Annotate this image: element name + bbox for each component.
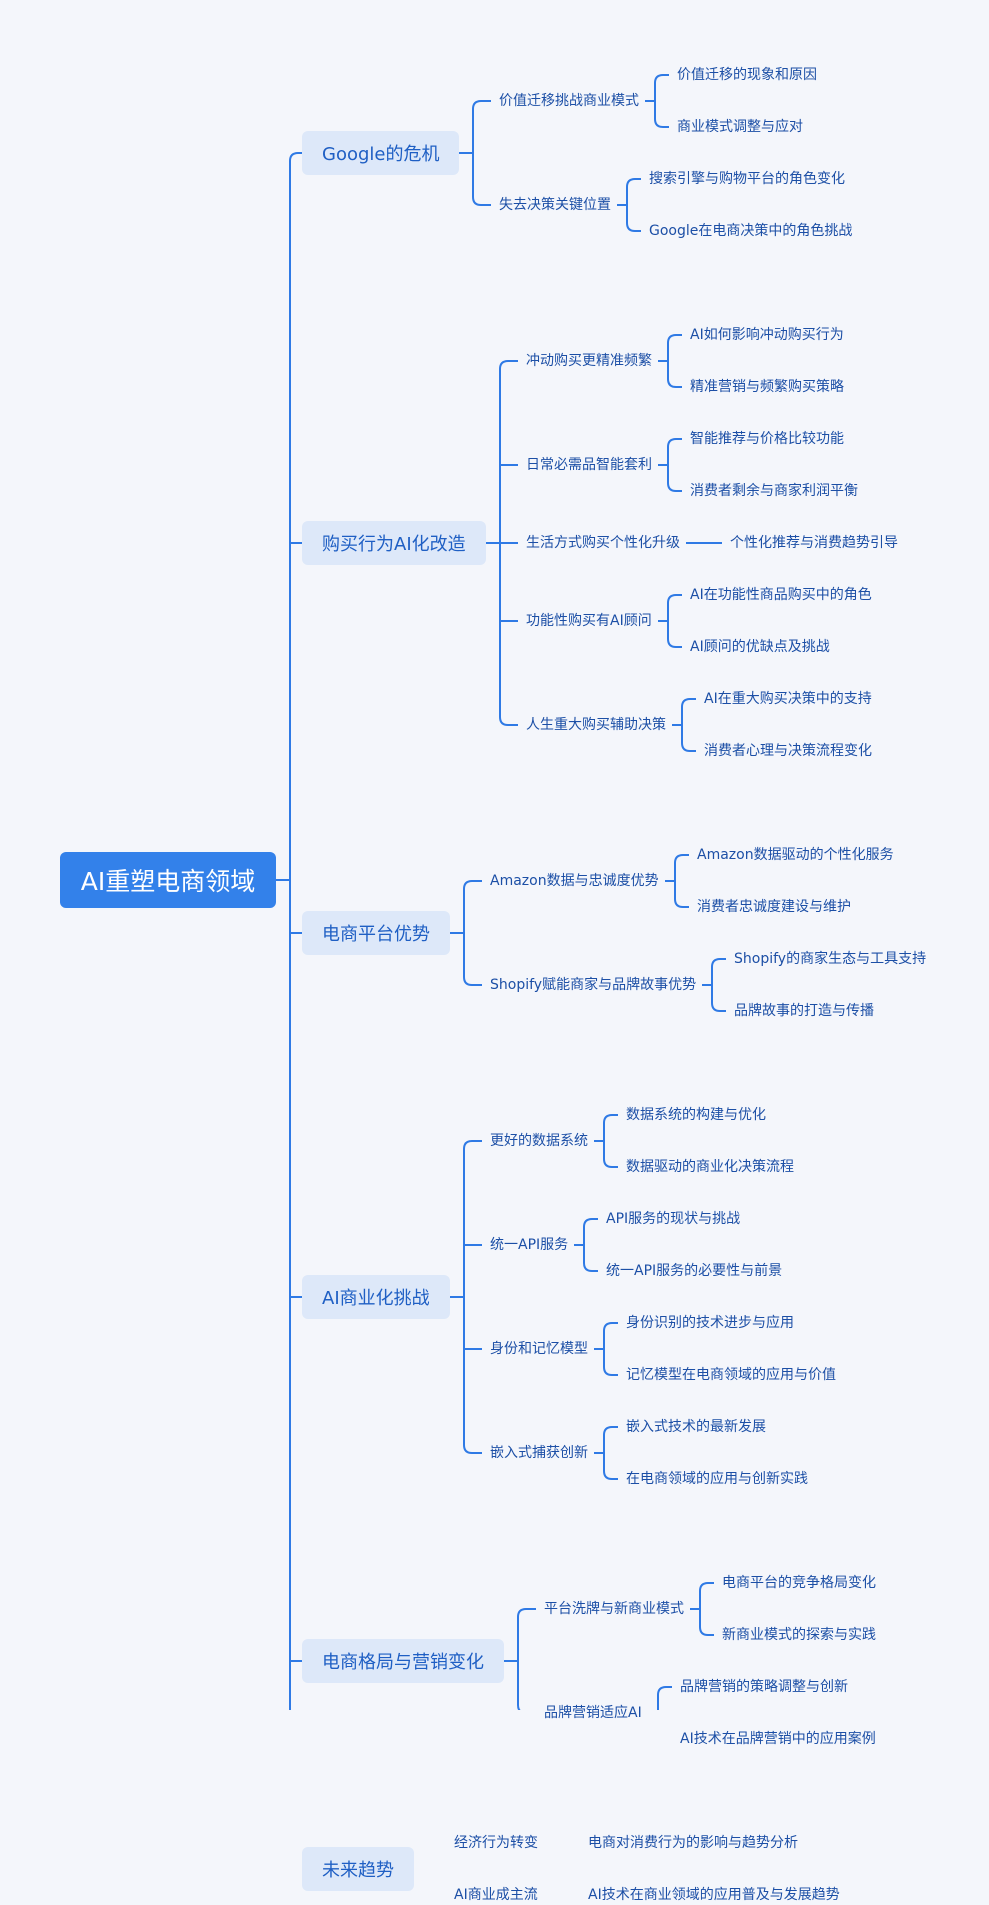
topic-node[interactable]: 日常必需品智能套利 (526, 457, 652, 473)
topic-node[interactable]: 生活方式购买个性化升级 (526, 535, 680, 551)
leaf-node[interactable]: 统一API服务的必要性与前景 (606, 1263, 783, 1279)
topic-node[interactable]: 失去决策关键位置 (499, 197, 611, 213)
leaf-node[interactable]: Google在电商决策中的角色挑战 (649, 223, 853, 239)
topic-node[interactable]: 嵌入式捕获创新 (490, 1445, 588, 1461)
topic-node[interactable]: 平台洗牌与新商业模式 (544, 1601, 684, 1617)
connector-line (667, 594, 682, 648)
mind-map: AI重塑电商领域 Google的危机 价值迁移挑战商业模式 价值迁移的现象和原因商业模… (60, 67, 927, 1903)
topic-node[interactable]: Amazon数据与忠诚度优势 (490, 873, 659, 889)
leaf-node[interactable]: 个性化推荐与消费趋势引导 (730, 535, 898, 551)
leaf-node[interactable]: Shopify的商家生态与工具支持 (734, 951, 927, 967)
leaf-node[interactable]: 品牌故事的打造与传播 (734, 1003, 874, 1019)
connector-line (463, 1140, 482, 1454)
leaf-node[interactable]: 品牌营销的策略调整与创新 (680, 1679, 848, 1695)
section-node[interactable]: AI商业化挑战 (302, 1275, 450, 1319)
topic-node[interactable]: 统一API服务 (490, 1237, 569, 1253)
leaf-node[interactable]: 消费者剩余与商家利润平衡 (690, 483, 858, 499)
leaf-node[interactable]: 电商对消费行为的影响与趋势分析 (588, 1835, 798, 1851)
leaf-node[interactable]: Amazon数据驱动的个性化服务 (697, 847, 894, 863)
topic-node[interactable]: 人生重大购买辅助决策 (526, 717, 666, 733)
connector-line (517, 1608, 536, 1710)
leaf-node[interactable]: 搜索引擎与购物平台的角色变化 (649, 171, 845, 187)
connector-line (667, 334, 682, 388)
root-node[interactable]: AI重塑电商领域 (60, 852, 276, 908)
connector-line (472, 100, 491, 206)
section-node[interactable]: 购买行为AI化改造 (302, 521, 486, 565)
leaf-node[interactable]: API服务的现状与挑战 (606, 1211, 741, 1227)
connector-line (603, 1322, 618, 1376)
leaf-node[interactable]: 智能推荐与价格比较功能 (690, 431, 844, 447)
leaf-node[interactable]: 记忆模型在电商领域的应用与价值 (626, 1367, 836, 1383)
connector-line (699, 1582, 714, 1636)
leaf-node[interactable]: 价值迁移的现象和原因 (677, 67, 817, 83)
connector-line (667, 438, 682, 492)
leaf-node[interactable]: 新商业模式的探索与实践 (722, 1627, 876, 1643)
leaf-node[interactable]: 数据系统的构建与优化 (626, 1107, 766, 1123)
connector-line (654, 74, 669, 128)
topic-node[interactable]: 价值迁移挑战商业模式 (499, 93, 639, 109)
leaf-node[interactable]: AI在重大购买决策中的支持 (704, 691, 872, 707)
topic-node[interactable]: Shopify赋能商家与品牌故事优势 (490, 977, 697, 993)
leaf-node[interactable]: 消费者忠诚度建设与维护 (697, 899, 851, 915)
connector-line (583, 1218, 598, 1272)
connector-line (289, 152, 302, 1710)
topic-node[interactable]: 冲动购买更精准频繁 (526, 353, 652, 369)
leaf-node[interactable]: AI在功能性商品购买中的角色 (690, 587, 872, 603)
leaf-node[interactable]: AI技术在商业领域的应用普及与发展趋势 (588, 1887, 840, 1903)
leaf-node[interactable]: 数据驱动的商业化决策流程 (626, 1159, 794, 1175)
connector-line (674, 854, 689, 908)
connector-line (603, 1114, 618, 1168)
connector-line (711, 958, 726, 1012)
connector-line (603, 1426, 618, 1480)
connector-line (681, 698, 696, 752)
leaf-node[interactable]: 身份识别的技术进步与应用 (626, 1315, 794, 1331)
leaf-node[interactable]: 精准营销与频繁购买策略 (690, 379, 844, 395)
section-node[interactable]: 电商平台优势 (302, 911, 450, 955)
leaf-node[interactable]: AI顾问的优缺点及挑战 (690, 639, 830, 655)
topic-node[interactable]: AI商业成主流 (454, 1887, 538, 1903)
leaf-node[interactable]: 消费者心理与决策流程变化 (704, 743, 872, 759)
section-node[interactable]: Google的危机 (302, 131, 460, 175)
topic-node[interactable]: 身份和记忆模型 (490, 1341, 588, 1357)
leaf-node[interactable]: 电商平台的竞争格局变化 (722, 1575, 876, 1591)
leaf-node[interactable]: AI技术在品牌营销中的应用案例 (680, 1731, 876, 1747)
topic-node[interactable]: 经济行为转变 (454, 1835, 538, 1851)
topic-node[interactable]: 更好的数据系统 (490, 1133, 588, 1149)
section-node[interactable]: 电商格局与营销变化 (302, 1639, 504, 1683)
connector-line (626, 178, 641, 232)
leaf-node[interactable]: AI如何影响冲动购买行为 (690, 327, 844, 343)
connector-line (463, 880, 482, 986)
topic-node[interactable]: 品牌营销适应AI (544, 1705, 642, 1721)
connector-line (657, 1686, 672, 1710)
section-node[interactable]: 未来趋势 (302, 1847, 414, 1891)
connector-line (499, 360, 518, 726)
topic-node[interactable]: 功能性购买有AI顾问 (526, 613, 652, 629)
leaf-node[interactable]: 在电商领域的应用与创新实践 (626, 1471, 808, 1487)
leaf-node[interactable]: 嵌入式技术的最新发展 (626, 1419, 766, 1435)
leaf-node[interactable]: 商业模式调整与应对 (677, 119, 803, 135)
